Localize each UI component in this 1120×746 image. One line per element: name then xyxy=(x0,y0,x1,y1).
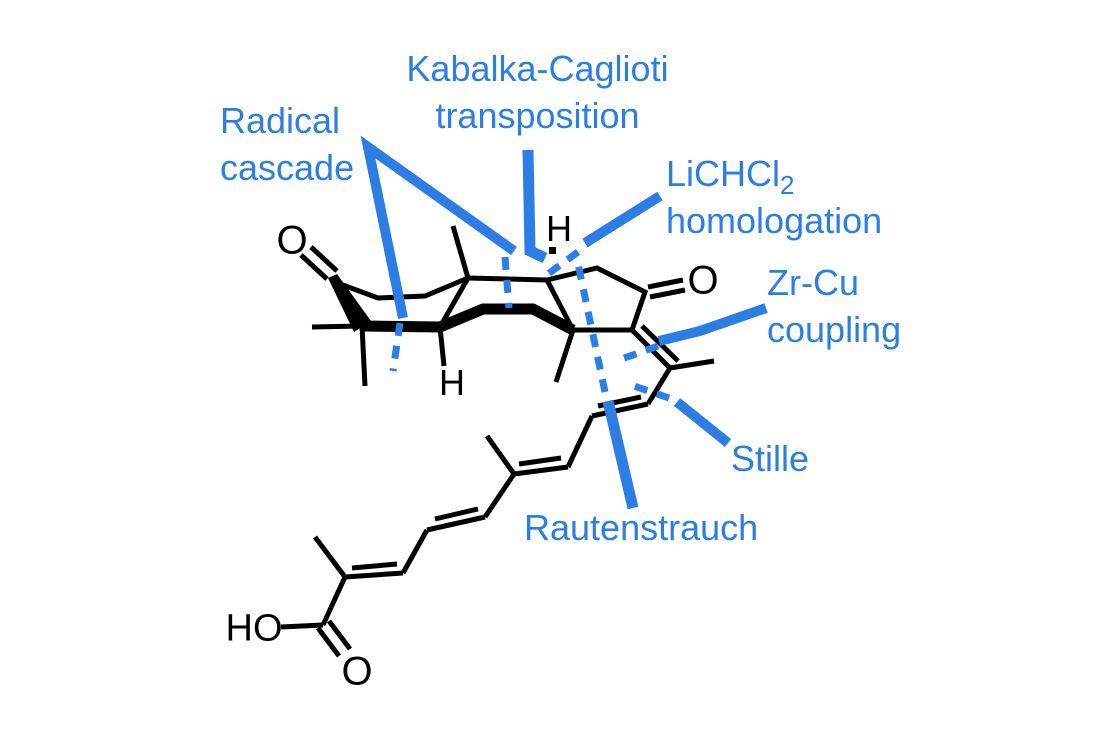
bond-chain-c6-c7 xyxy=(400,528,430,575)
bond-acid-carbonyl-a xyxy=(316,626,341,658)
stille-pointer xyxy=(673,398,732,447)
label-kabalka-line2: transposition xyxy=(435,95,640,136)
zr-cu-pointer xyxy=(657,303,768,346)
lichcl2-disconnect xyxy=(545,249,581,277)
bond-right-ketone-b xyxy=(649,287,686,300)
bond-diene3-b xyxy=(434,506,479,522)
atom-acid-oxygen: O xyxy=(341,649,373,694)
bond-diene1-a xyxy=(591,401,649,419)
bond-acid-carbonyl-b xyxy=(327,619,352,651)
bond-diene2-b xyxy=(518,455,562,467)
label-zrcu-line2: coupling xyxy=(767,309,902,350)
bold-bonds xyxy=(328,274,576,335)
bond-alkene-methyl xyxy=(669,358,715,371)
radical-cascade-disconnect-right xyxy=(501,256,513,309)
label-lichcl2-line2: homologation xyxy=(666,200,883,241)
label-kabalka-line1: Kabalka-Caglioti xyxy=(406,48,669,89)
bond-chain-methyl-lower xyxy=(313,535,347,579)
label-radical-cascade: Radical cascade xyxy=(220,97,354,191)
radical-cascade-disconnect-left xyxy=(389,322,404,372)
bond-diene2-a xyxy=(513,464,569,477)
bond-bold-front-rim xyxy=(361,303,576,335)
zr-cu-disconnect xyxy=(614,342,660,365)
atom-right-ketone-oxygen: O xyxy=(687,258,719,303)
bond-ch-to-h-bottom xyxy=(437,326,447,367)
bond-chain-c2-c3 xyxy=(565,414,595,469)
bond-methyl-top-left xyxy=(450,225,471,279)
label-lichcl2-line1: LiCHCl2 xyxy=(666,150,882,201)
stille-disconnect xyxy=(632,382,671,402)
label-zrcu-line1: Zr-Cu xyxy=(767,262,859,303)
radical-cascade-pointer xyxy=(360,135,517,320)
bond-chain-to-acid xyxy=(320,575,348,627)
kabalka-pointer xyxy=(522,149,548,263)
atom-acid-hydroxyl: HO xyxy=(225,607,283,650)
bond-left-ketone-a xyxy=(299,253,329,281)
atom-bottom-hydrogen: H xyxy=(439,362,465,403)
bond-alkene-to-chain xyxy=(645,366,673,406)
bond-quaternary-methyl xyxy=(553,329,576,383)
rautenstrauch-disconnect xyxy=(573,258,609,393)
bond-wedge xyxy=(328,274,371,332)
lichcl2-pointer xyxy=(582,191,663,248)
bond-diene3-a xyxy=(426,514,486,533)
bond-diene4-a xyxy=(344,570,404,580)
bond-chain-methyl-upper xyxy=(484,434,517,476)
bond-gem-methyl-down xyxy=(359,325,368,387)
label-lichcl2-main: LiCHCl xyxy=(666,153,781,194)
bond-ring-left-edge xyxy=(437,276,471,329)
label-kabalka-caglioti: Kabalka-Caglioti transposition xyxy=(380,45,695,139)
atom-left-ketone-oxygen: O xyxy=(276,218,308,263)
bond-diene4-b xyxy=(351,561,398,571)
annotation-pointers xyxy=(360,135,768,510)
label-radical-line1: Radical xyxy=(220,100,341,141)
single-bonds xyxy=(280,225,715,630)
label-stille: Stille xyxy=(731,438,810,479)
rautenstrauch-pointer xyxy=(602,399,639,510)
label-radical-line2: cascade xyxy=(220,147,355,188)
bond-acid-c-oh xyxy=(280,622,324,630)
bond-chain-c4-c5 xyxy=(482,472,517,519)
bond-ring-top-edge xyxy=(467,275,548,283)
label-lichcl2-sub: 2 xyxy=(780,170,795,201)
label-lichcl2-homologation: LiCHCl2 homologation xyxy=(666,150,882,244)
bond-right-ketone-a xyxy=(647,277,684,290)
bond-left-ketone-b xyxy=(309,245,339,273)
label-zr-cu-coupling: Zr-Cu coupling xyxy=(767,259,901,353)
atom-top-hydrogen: H xyxy=(546,208,572,249)
stereo-h-dot xyxy=(549,247,556,254)
label-rautenstrauch: Rautenstrauch xyxy=(524,507,759,548)
